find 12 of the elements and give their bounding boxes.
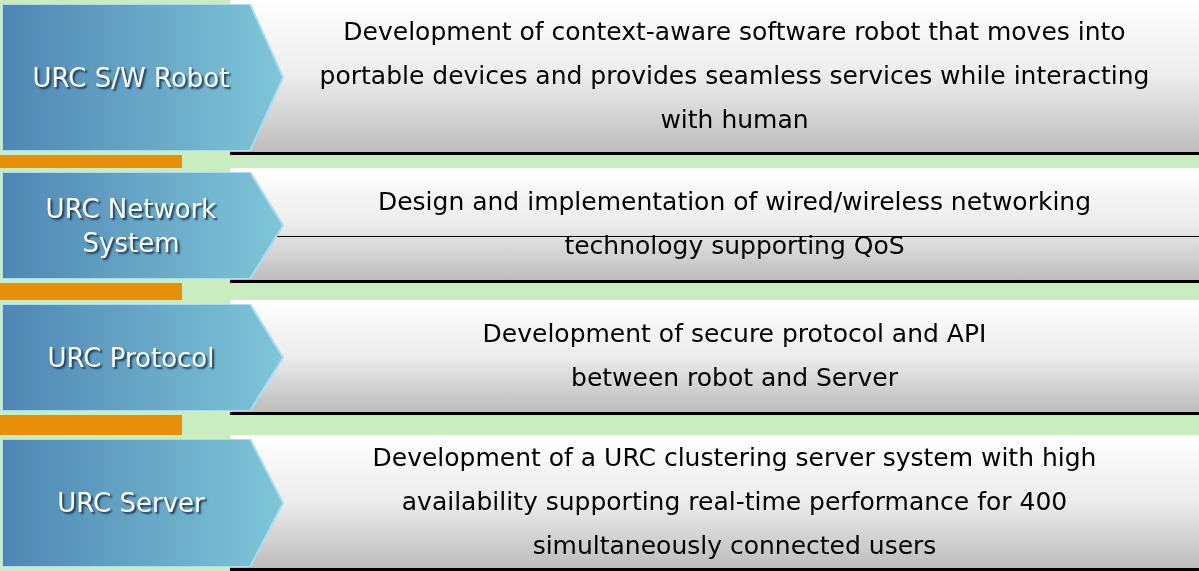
chevron-text: URC Network System — [44, 192, 218, 260]
description-text: Development of secure protocol and API between robot and Server — [481, 318, 988, 394]
description-text: Development of a URC clustering server system with high availability supporting real-time performance for 400 simultaneously connected users — [371, 441, 1098, 562]
chevron-text: URC S/W Robot — [32, 61, 230, 95]
description-text: Design and implementation of wired/wireless networking technology supporting QoS — [376, 186, 1093, 262]
chevron-text: URC Server — [57, 487, 205, 520]
chevron-label — [2, 4, 284, 151]
description-text: Development of context-aware software robot that moves into portable devices and provides seamless services while interacting with human — [318, 16, 1151, 136]
chevron-label — [2, 439, 284, 567]
chevron-text: URC Protocol — [47, 341, 215, 375]
chevron-label — [2, 304, 284, 411]
chevron-label — [2, 172, 284, 279]
